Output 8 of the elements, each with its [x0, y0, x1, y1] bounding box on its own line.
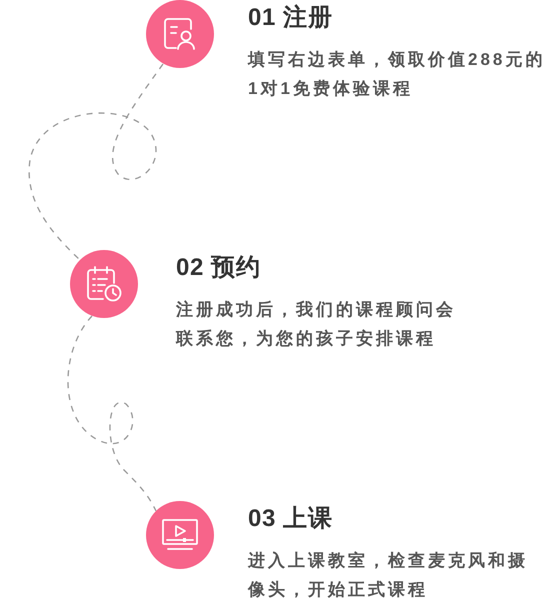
step-heading: 01 注册	[248, 3, 334, 33]
step-description: 填写右边表单，领取价值288元的1对1免费体验课程	[248, 49, 546, 100]
step-heading: 02 预约	[176, 253, 262, 283]
dashed-connector	[28, 64, 164, 260]
step-description: 注册成功后，我们的课程顾问会联系您，为您的孩子安排课程	[176, 299, 457, 350]
dashed-connector	[67, 316, 157, 512]
step-description: 进入上课教室，检查麦克风和摄像头，开始正式课程	[248, 550, 529, 601]
step-heading: 03 上课	[248, 504, 334, 534]
